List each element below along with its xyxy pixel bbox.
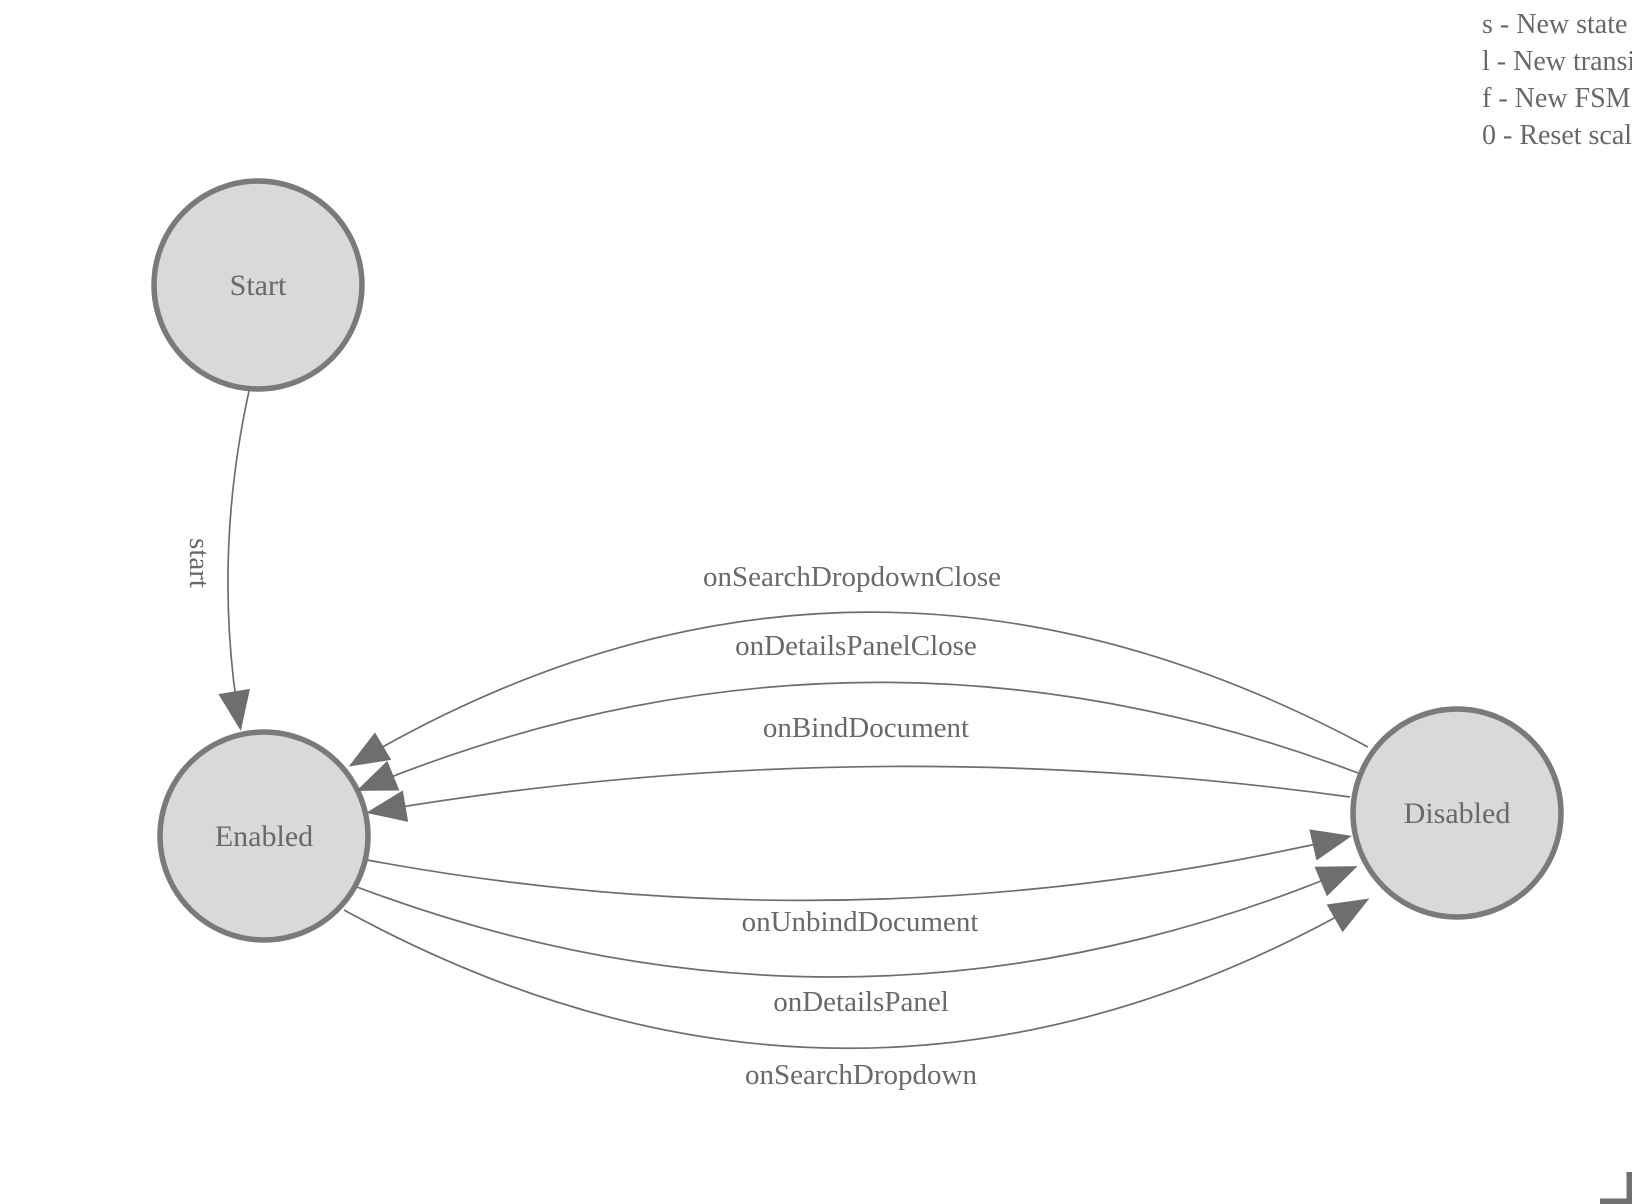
edge-label-onSearchDropdown: onSearchDropdown	[745, 1059, 977, 1091]
edge-label-onUnbindDocument: onUnbindDocument	[742, 906, 979, 938]
edge-label-start: start	[183, 538, 215, 588]
edge-onBindDocument[interactable]	[366, 765, 1351, 822]
edge-label-onDetailsPanelClose: onDetailsPanelClose	[735, 630, 977, 662]
edge-onSearchDropdown[interactable]	[343, 898, 1370, 1050]
edge-onUnbindDocument[interactable]	[366, 829, 1352, 902]
legend-line-new-transition: l - New transition	[1482, 46, 1632, 77]
state-circle-enabled[interactable]	[157, 729, 371, 943]
edge-label-onSearchDropdownClose: onSearchDropdownClose	[703, 561, 1001, 593]
edge-onSearchDropdownClose[interactable]	[348, 611, 1369, 767]
state-label-start: Start	[230, 269, 287, 302]
canvas-corner-mark	[1600, 1172, 1632, 1204]
edge-onDetailsPanelClose[interactable]	[356, 681, 1359, 791]
state-label-enabled: Enabled	[215, 820, 313, 853]
edge-label-onDetailsPanel: onDetailsPanel	[773, 986, 949, 1018]
state-node-disabled[interactable]: Disabled	[1350, 706, 1564, 920]
edge-label-onBindDocument: onBindDocument	[763, 712, 969, 744]
state-circle-start[interactable]	[151, 178, 365, 392]
legend-line-new-state: s - New state	[1482, 9, 1628, 40]
legend-line-new-fsm: f - New FSM	[1482, 83, 1631, 114]
edge-onDetailsPanel[interactable]	[356, 866, 1358, 978]
state-node-start[interactable]: Start	[151, 178, 365, 392]
state-circle-disabled[interactable]	[1350, 706, 1564, 920]
state-node-enabled[interactable]: Enabled	[157, 729, 371, 943]
legend-line-reset-scale: 0 - Reset scale	[1482, 120, 1632, 151]
shortcut-legend: s - New state l - New transition f - New…	[1482, 6, 1632, 154]
edge-start[interactable]	[218, 390, 250, 731]
state-label-disabled: Disabled	[1404, 797, 1511, 830]
